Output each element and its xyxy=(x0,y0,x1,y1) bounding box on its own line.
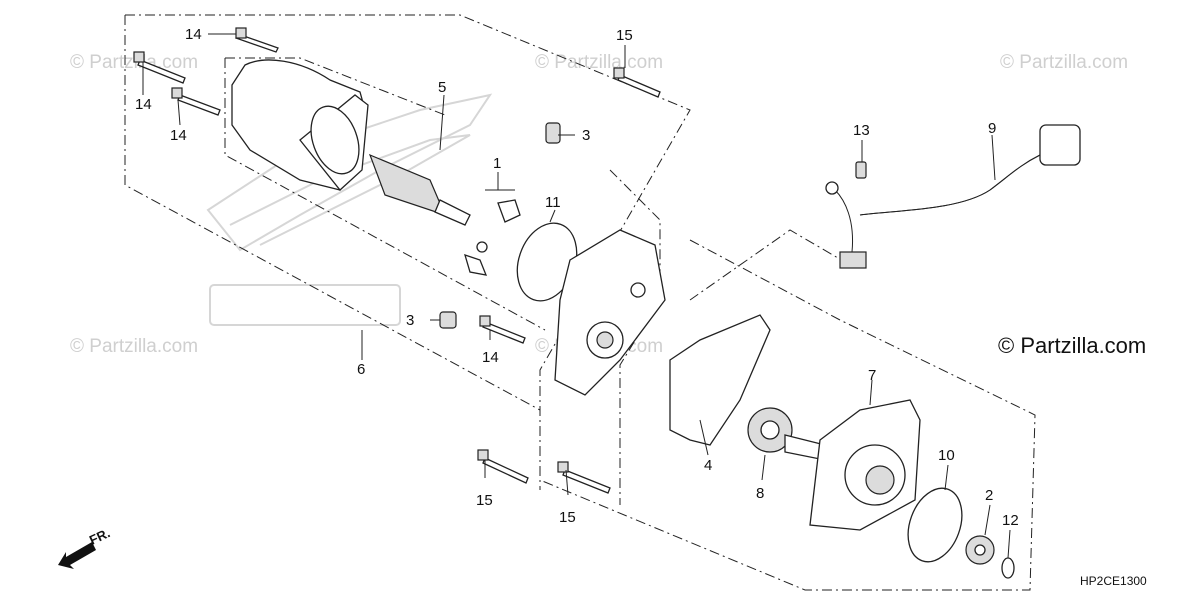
callout-3: 3 xyxy=(406,312,414,329)
harness-screw xyxy=(855,161,867,179)
brush-spring xyxy=(439,122,561,329)
callout-14: 14 xyxy=(170,127,187,144)
callout-4: 4 xyxy=(704,457,712,474)
callout-6: 6 xyxy=(357,361,365,378)
watermark-text: © Partzilla.com xyxy=(70,336,198,357)
front-cover xyxy=(554,229,666,396)
leader-lines xyxy=(142,33,1011,559)
callout-2: 2 xyxy=(985,487,993,504)
bolt-14 xyxy=(133,27,526,344)
callout-15: 15 xyxy=(559,509,576,526)
callout-8: 8 xyxy=(756,485,764,502)
callout-9: 9 xyxy=(988,120,996,137)
direction-label: FR. xyxy=(87,525,112,547)
callout-5: 5 xyxy=(438,79,446,96)
callouts: 14 14 14 14 5 3 3 1 11 15 15 15 6 4 8 7 … xyxy=(135,26,1019,529)
callout-15: 15 xyxy=(476,492,493,509)
callout-1: 1 xyxy=(493,155,501,172)
callout-14: 14 xyxy=(482,349,499,366)
wire-harness xyxy=(825,124,1081,269)
callout-15: 15 xyxy=(616,27,633,44)
callout-14: 14 xyxy=(185,26,202,43)
circlip xyxy=(1001,557,1015,579)
callout-12: 12 xyxy=(1002,512,1019,529)
watermark-text: © Partzilla.com xyxy=(1000,52,1128,73)
watermark-text: © Partzilla.com xyxy=(535,52,663,73)
diagram-code: HP2CE1300 xyxy=(1080,574,1147,588)
partzilla-watermark: © Partzilla.com xyxy=(998,333,1146,358)
o-ring-housing xyxy=(907,487,963,563)
callout-10: 10 xyxy=(938,447,955,464)
callout-11: 11 xyxy=(545,194,561,211)
callout-3: 3 xyxy=(582,127,590,144)
gasket xyxy=(669,314,771,446)
assembly-outlines xyxy=(124,14,1036,591)
bolt-15 xyxy=(477,67,661,494)
callout-7: 7 xyxy=(868,367,876,384)
gear-shaft xyxy=(747,407,826,461)
callout-13: 13 xyxy=(853,122,870,139)
starter-motor-case xyxy=(231,59,369,191)
reduction-housing xyxy=(809,399,921,531)
small-gear xyxy=(965,535,995,565)
brush-holder xyxy=(464,199,521,276)
callout-14: 14 xyxy=(135,96,152,113)
armature xyxy=(368,153,471,226)
front-direction-arrow: FR. xyxy=(58,525,112,569)
